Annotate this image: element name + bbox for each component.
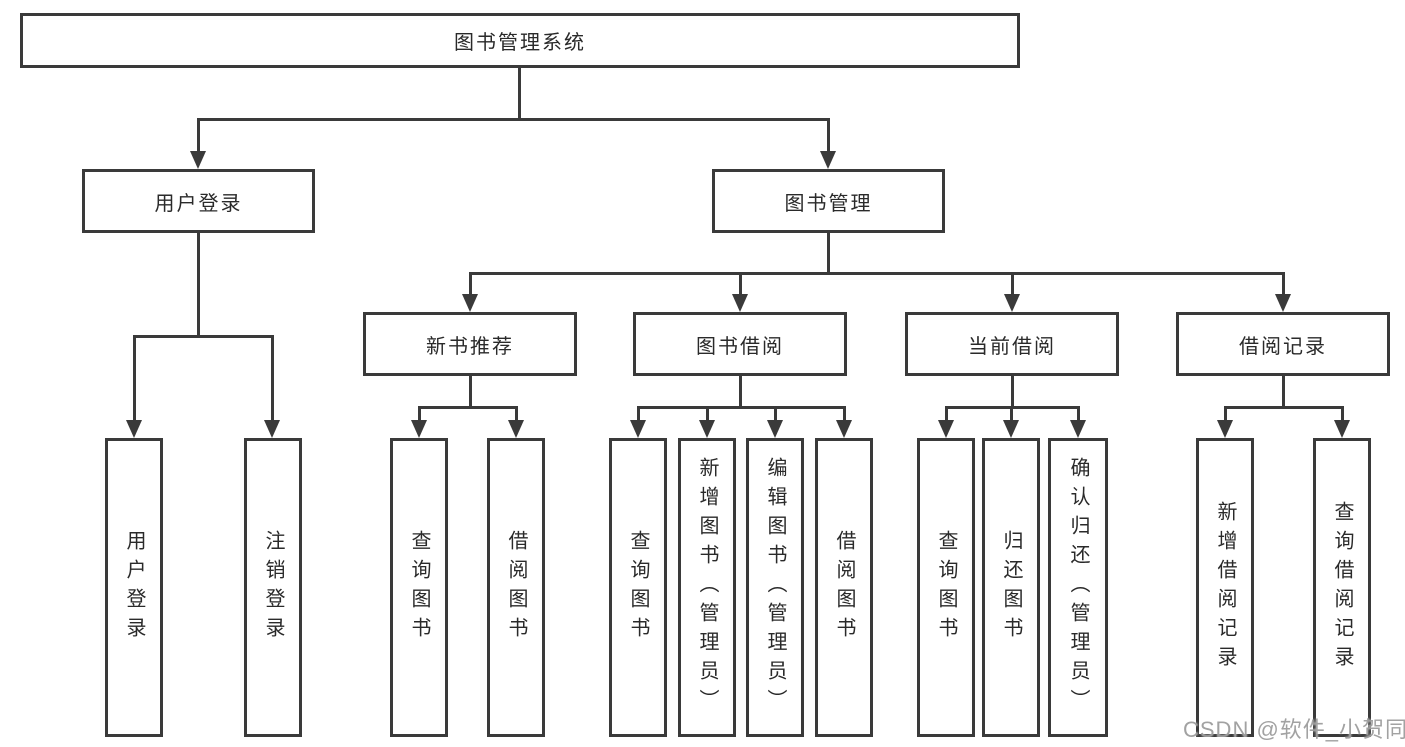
arrowhead-icon [820, 151, 836, 169]
connector-line [197, 118, 830, 121]
arrowhead-icon [1004, 294, 1020, 312]
connector-line [1282, 272, 1285, 296]
arrowhead-icon [630, 420, 646, 438]
connector-line [637, 406, 640, 422]
node-label: 查询图书 [627, 529, 649, 646]
arrowhead-icon [1275, 294, 1291, 312]
watermark: CSDN @软件_小贺同学 [1183, 717, 1405, 742]
node-book-management: 图书管理 [712, 169, 945, 233]
node-label: 借阅图书 [833, 529, 855, 646]
connector-line [515, 406, 518, 422]
node-label: 查询图书 [935, 529, 957, 646]
node-label: 新增借阅记录 [1214, 500, 1236, 675]
arrowhead-icon [1070, 420, 1086, 438]
connector-line [739, 376, 742, 408]
arrowhead-icon [1217, 420, 1233, 438]
node-leaf-logout: 注销登录 [244, 438, 302, 737]
node-label: 图书管理系统 [454, 32, 586, 54]
node-label: 借阅记录 [1239, 335, 1327, 358]
connector-line [469, 272, 1285, 275]
arrowhead-icon [126, 420, 142, 438]
arrowhead-icon [264, 420, 280, 438]
arrowhead-icon [411, 420, 427, 438]
node-borrowing-records: 借阅记录 [1176, 312, 1390, 376]
connector-line [518, 68, 521, 120]
connector-line [197, 118, 200, 152]
connector-line [706, 406, 709, 422]
node-label: 当前借阅 [968, 335, 1056, 358]
arrowhead-icon [732, 294, 748, 312]
connector-line [1010, 406, 1013, 422]
connector-line [418, 406, 518, 409]
connector-line [1282, 376, 1285, 408]
node-leaf-borrow-books-recommend: 借阅图书 [487, 438, 545, 737]
connector-line [843, 406, 846, 422]
node-new-book-recommend: 新书推荐 [363, 312, 577, 376]
connector-line [418, 406, 421, 422]
arrowhead-icon [938, 420, 954, 438]
connector-line [1224, 406, 1227, 422]
connector-line [133, 335, 136, 422]
node-label: 新增图书（管理员） [696, 457, 718, 718]
node-label: 用户登录 [123, 529, 145, 646]
node-leaf-query-borrow-record: 查询借阅记录 [1313, 438, 1371, 737]
node-label: 编辑图书（管理员） [764, 457, 786, 718]
arrowhead-icon [767, 420, 783, 438]
node-label: 归还图书 [1000, 529, 1022, 646]
connector-line [827, 118, 830, 152]
node-label: 图书借阅 [696, 335, 784, 358]
connector-line [827, 233, 830, 274]
node-library-system: 图书管理系统 [20, 13, 1020, 68]
connector-line [637, 406, 846, 409]
connector-line [1077, 406, 1080, 422]
node-label: 注销登录 [262, 529, 284, 646]
node-label: 用户登录 [154, 192, 243, 215]
connector-line [739, 272, 742, 296]
node-leaf-add-books-admin: 新增图书（管理员） [678, 438, 736, 737]
connector-line [1011, 376, 1014, 408]
connector-line [774, 406, 777, 422]
node-leaf-query-books-borrowing: 查询图书 [609, 438, 667, 737]
node-book-borrowing: 图书借阅 [633, 312, 847, 376]
node-label: 图书管理 [784, 192, 873, 215]
connector-line [1011, 272, 1014, 296]
connector-line [469, 272, 472, 296]
node-leaf-return-books: 归还图书 [982, 438, 1040, 737]
arrowhead-icon [190, 151, 206, 169]
connector-line [469, 376, 472, 408]
arrowhead-icon [1003, 420, 1019, 438]
connector-line [133, 335, 274, 338]
node-user-login: 用户登录 [82, 169, 315, 233]
arrowhead-icon [1334, 420, 1350, 438]
arrowhead-icon [836, 420, 852, 438]
arrowhead-icon [462, 294, 478, 312]
node-leaf-query-books-recommend: 查询图书 [390, 438, 448, 737]
node-leaf-confirm-return-admin: 确认归还（管理员） [1048, 438, 1108, 737]
connector-line [197, 233, 200, 337]
node-label: 查询图书 [408, 529, 430, 646]
node-label: 新书推荐 [426, 335, 514, 358]
connector-line [271, 335, 274, 422]
node-leaf-borrow-books: 借阅图书 [815, 438, 873, 737]
arrowhead-icon [699, 420, 715, 438]
node-label: 借阅图书 [505, 529, 527, 646]
node-leaf-edit-books-admin: 编辑图书（管理员） [746, 438, 804, 737]
node-leaf-user-login: 用户登录 [105, 438, 163, 737]
node-leaf-add-borrow-record: 新增借阅记录 [1196, 438, 1254, 737]
node-label: 查询借阅记录 [1331, 500, 1353, 675]
node-current-borrowing: 当前借阅 [905, 312, 1119, 376]
arrowhead-icon [508, 420, 524, 438]
connector-line [945, 406, 948, 422]
node-leaf-query-books-current: 查询图书 [917, 438, 975, 737]
connector-line [1224, 406, 1344, 409]
connector-line [1341, 406, 1344, 422]
node-label: 确认归还（管理员） [1067, 457, 1089, 718]
